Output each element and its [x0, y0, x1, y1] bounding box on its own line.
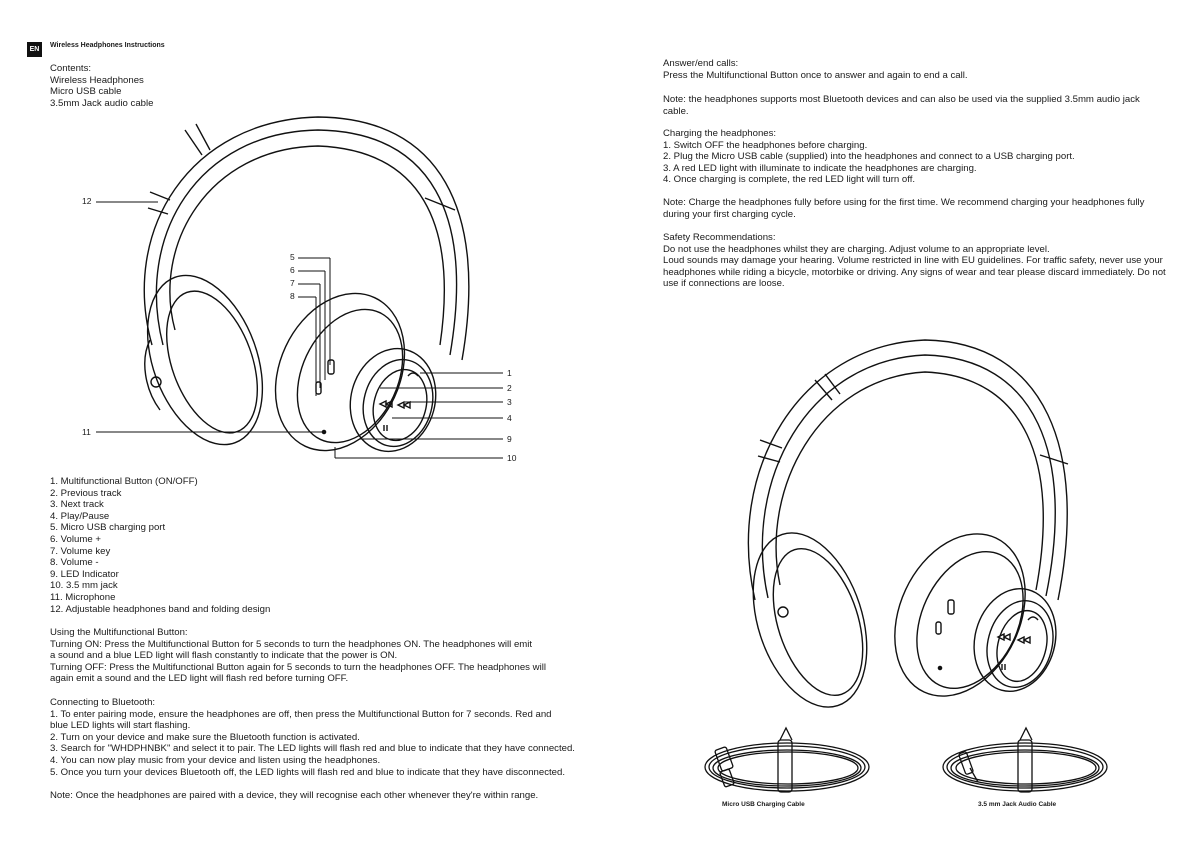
list-item: 10. 3.5 mm jack [50, 580, 118, 592]
contents-heading: Contents: [50, 63, 92, 74]
list-item: 9. LED Indicator [50, 568, 119, 580]
callout-4: 4 [507, 413, 512, 423]
list-item: 12. Adjustable headphones band and foldi… [50, 603, 271, 615]
bluetooth-section: Connecting to Bluetooth: 1. To enter pai… [50, 697, 575, 778]
paragraph-line: Note: Charge the headphones fully before… [663, 197, 1145, 208]
list-item: 2. Previous track [50, 487, 122, 499]
paragraph-line: 5. Once you turn your devices Bluetooth … [50, 766, 565, 778]
paragraph-line: cable. [663, 105, 689, 117]
right-page: Answer/end calls: Press the Multifunctio… [600, 0, 1200, 844]
section-heading: Using the Multifunctional Button: [50, 627, 188, 638]
paragraph-line: Note: the headphones supports most Bluet… [663, 94, 1140, 105]
usb-cable-illustration [600, 0, 1200, 844]
paragraph-line: 1. To enter pairing mode, ensure the hea… [50, 708, 552, 720]
contents-item: Wireless Headphones [50, 74, 144, 86]
list-item: 6. Volume + [50, 533, 101, 545]
paragraph-line: headphones while riding a bicycle, motor… [663, 266, 1166, 278]
paragraph-line: 1. Switch OFF the headphones before char… [663, 139, 868, 151]
contents-item: Micro USB cable [50, 86, 122, 98]
calls-section: Answer/end calls: Press the Multifunctio… [663, 58, 968, 81]
callout-2: 2 [507, 383, 512, 393]
coiled-jack-cable-icon [943, 728, 1107, 792]
callout-1: 1 [507, 368, 512, 378]
callout-5: 5 [290, 252, 295, 262]
paragraph-line: 2. Plug the Micro USB cable (supplied) i… [663, 151, 1075, 163]
headphones-icon [733, 340, 1068, 722]
callout-9: 9 [507, 434, 512, 444]
list-item: 11. Microphone [50, 591, 116, 603]
list-item: 5. Micro USB charging port [50, 522, 166, 534]
section-heading: Safety Recommendations: [663, 232, 776, 243]
charge-note: Note: Charge the headphones fully before… [663, 197, 1144, 220]
parts-list: 1. Multifunctional Button (ON/OFF) 2. Pr… [50, 476, 270, 615]
coiled-usb-cable-icon [705, 728, 869, 792]
paragraph-line: 3. Search for "WHDPHNBK" and select it t… [50, 743, 575, 755]
paragraph-line: Press the Multifunctional Button once to… [663, 69, 968, 81]
document-title: Wireless Headphones Instructions [50, 42, 165, 49]
contents-section: Contents: Wireless Headphones Micro USB … [50, 63, 153, 109]
list-item: 8. Volume - [50, 557, 99, 569]
list-item: 1. Multifunctional Button (ON/OFF) [50, 476, 198, 487]
section-heading: Connecting to Bluetooth: [50, 697, 156, 708]
contents-item: 3.5mm Jack audio cable [50, 97, 154, 109]
paragraph-line: during your first charging cycle. [663, 208, 796, 220]
headphones-icon [126, 117, 469, 472]
paragraph-line: blue LED lights will start flashing. [50, 720, 191, 732]
list-item: 7. Volume key [50, 545, 111, 557]
paragraph-line: 4. You can now play music from your devi… [50, 754, 381, 766]
jack-cable-caption: 3.5 mm Jack Audio Cable [978, 801, 1057, 808]
usb-cable-caption: Micro USB Charging Cable [722, 801, 805, 808]
left-page: EN Wireless Headphones Instructions Cont… [0, 0, 600, 844]
jack-cable-illustration [600, 0, 1200, 844]
safety-section: Safety Recommendations: Do not use the h… [663, 232, 1166, 290]
callout-7: 7 [290, 278, 295, 288]
language-badge: EN [27, 42, 42, 57]
paragraph-line: use if connections are loose. [663, 278, 785, 290]
section-heading: Charging the headphones: [663, 128, 777, 139]
paragraph-line: 2. Turn on your device and make sure the… [50, 731, 360, 743]
paragraph-line: again emit a sound and the LED light wil… [50, 673, 349, 685]
paragraph-line: a sound and a blue LED light will flash … [50, 650, 398, 662]
callout-8: 8 [290, 291, 295, 301]
list-item: 4. Play/Pause [50, 510, 110, 522]
callout-10: 10 [507, 453, 517, 463]
devices-note: Note: the headphones supports most Bluet… [663, 94, 1140, 117]
paragraph-line: 4. Once charging is complete, the red LE… [663, 174, 916, 186]
paragraph-line: Turning OFF: Press the Multifunctional B… [50, 661, 546, 673]
callout-leaders [96, 202, 503, 458]
paragraph-line: Turning ON: Press the Multifunctional Bu… [50, 638, 533, 650]
multifunction-section: Using the Multifunctional Button: Turnin… [50, 627, 546, 685]
paragraph-line: Loud sounds may damage your hearing. Vol… [663, 255, 1163, 267]
callout-12: 12 [82, 196, 92, 206]
headphones-diagram [0, 0, 600, 844]
charging-section: Charging the headphones: 1. Switch OFF t… [663, 128, 1075, 186]
callout-11: 11 [82, 427, 91, 437]
callout-6: 6 [290, 265, 295, 275]
headphones-illustration [600, 0, 1200, 844]
list-item: 3. Next track [50, 499, 104, 511]
paragraph-line: 3. A red LED light with illuminate to in… [663, 162, 977, 174]
section-heading: Answer/end calls: [663, 58, 739, 69]
pairing-note: Note: Once the headphones are paired wit… [50, 790, 539, 801]
paragraph-line: Do not use the headphones whilst they ar… [663, 243, 1050, 255]
callout-3: 3 [507, 397, 512, 407]
